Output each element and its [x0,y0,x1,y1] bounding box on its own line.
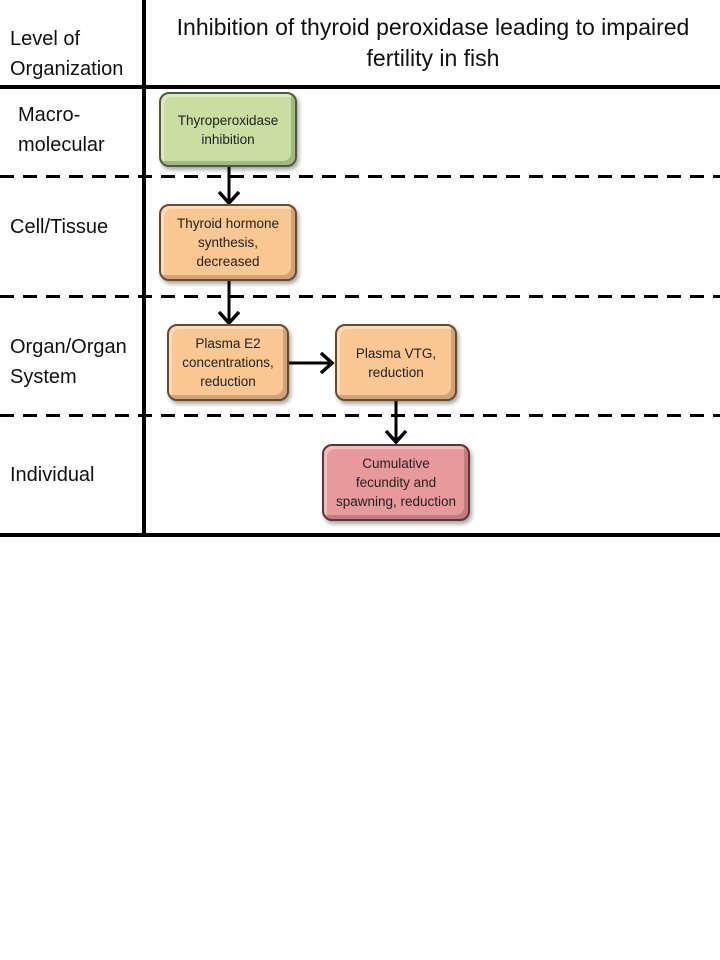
diagram-title: Inhibition of thyroid peroxidase leading… [176,14,690,71]
level-header-text: Level of Organization [10,28,124,80]
level-label-line: molecular [18,134,105,156]
level-label-line: Macro- [18,104,81,126]
node-cumulative-fecundity[interactable]: Cumulative fecundity and spawning, reduc… [322,444,470,521]
node-text: Thyroid hormone [176,216,280,231]
level-label-line: Cell/Tissue [10,216,109,238]
level-divider [0,414,720,417]
node-text: Thyroperoxidase [177,112,279,128]
level-label-cell-tissue: Cell/Tissue [10,212,108,242]
arrowhead-icon [319,351,335,375]
node-text: fecundity and [355,475,437,490]
arrowhead-icon [384,429,408,445]
node-text: reduction [200,374,256,389]
level-label-line: System [10,366,77,388]
node-text: concentrations, [182,355,274,370]
level-label-line: Organ/Organ [10,336,127,358]
arrowhead-icon [217,190,241,206]
level-of-organization-header: Level of Organization [10,24,145,84]
arrowhead-icon [217,310,241,326]
node-text: synthesis, [197,235,259,250]
node-text: decreased [196,254,260,269]
node-text: Plasma VTG, [355,345,437,361]
node-plasma-e2[interactable]: Plasma E2 concentrations, reduction [167,324,289,401]
node-thyroid-hormone-synthesis[interactable]: Thyroid hormone synthesis, decreased [159,204,297,281]
node-thyroperoxidase-inhibition[interactable]: Thyroperoxidase inhibition [159,92,297,167]
node-plasma-vtg[interactable]: Plasma VTG, reduction [335,324,457,401]
column-divider [142,0,146,537]
level-divider [0,295,720,298]
node-text: inhibition [201,131,255,147]
level-label-organ: Organ/Organ System [10,332,127,392]
header-divider [0,85,720,89]
level-label-individual: Individual [10,460,95,490]
node-text: reduction [368,364,424,380]
node-text: spawning, reduction [335,494,457,509]
node-text: Cumulative [362,456,430,471]
level-label-macromolecular: Macro- molecular [18,100,105,160]
level-label-line: Individual [10,464,95,486]
node-text: Plasma E2 [195,336,261,351]
level-divider [0,175,720,178]
bottom-border [0,533,720,537]
